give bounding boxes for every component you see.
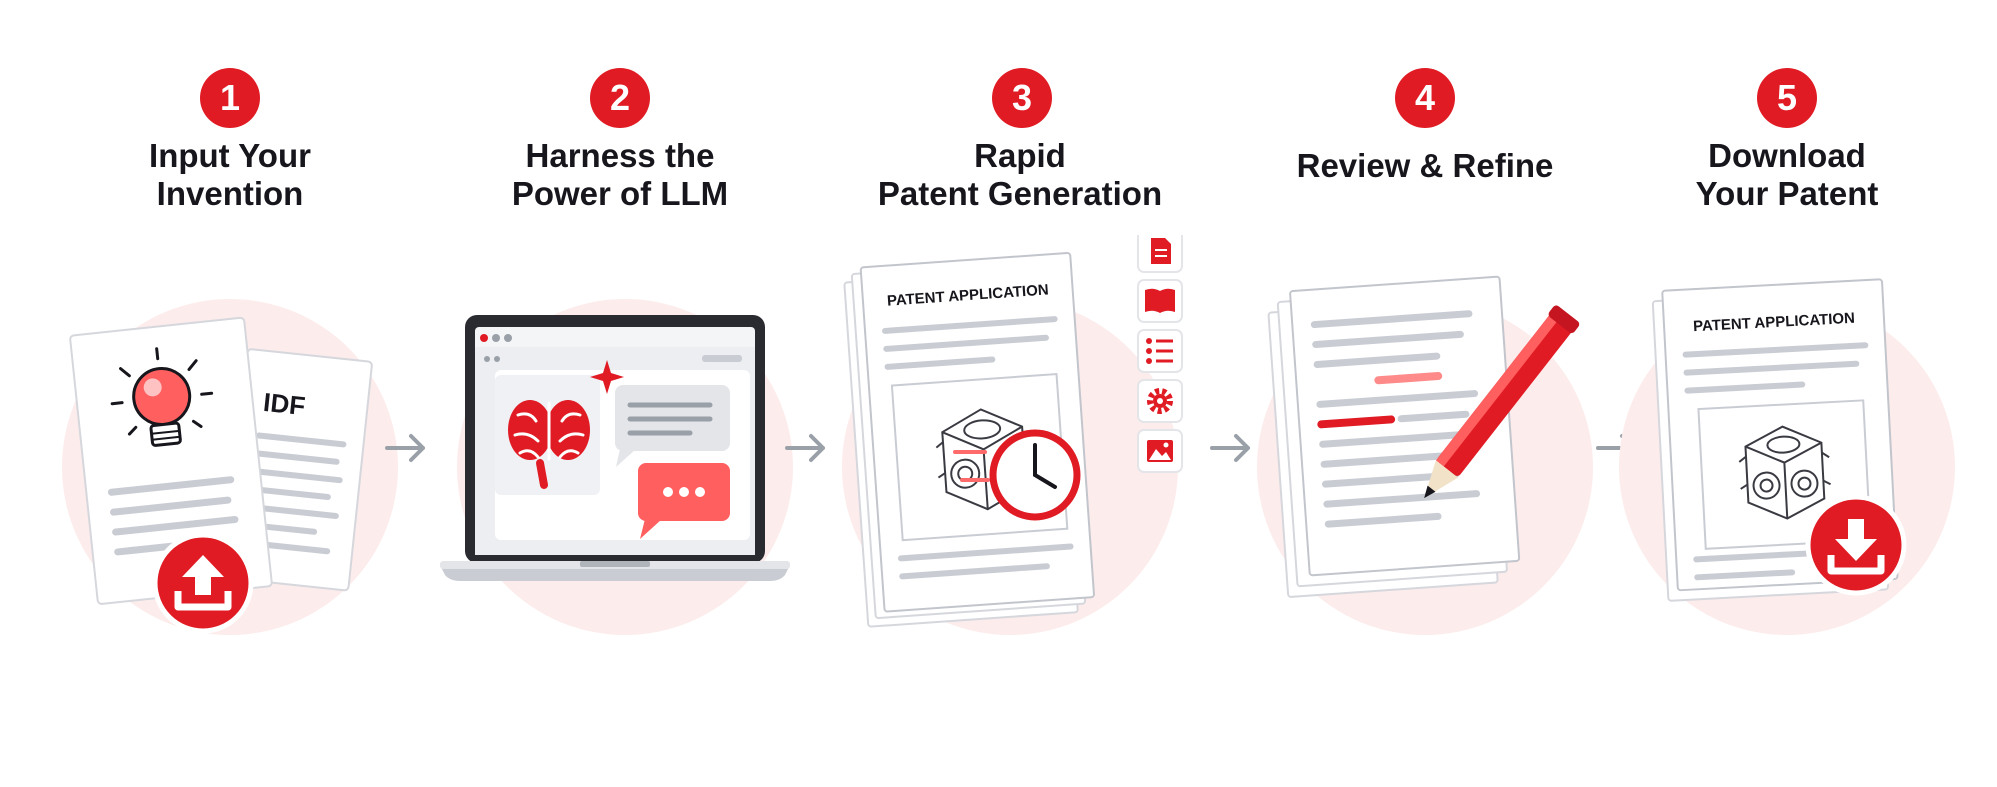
pencil-icon <box>1424 305 1580 499</box>
step-title-4: Review & Refine <box>1245 147 1605 185</box>
step-title-1: Input Your Invention <box>50 137 410 213</box>
step-title-3: Rapid Patent Generation <box>820 137 1220 213</box>
step-3: 3 Rapid Patent Generation PATENT APPLICA… <box>840 0 1200 787</box>
clock-icon <box>953 429 1081 521</box>
step-2: 2 Harness the Power of LLM <box>440 0 800 787</box>
lightbulb-icon <box>110 347 214 447</box>
book-icon <box>1137 279 1183 323</box>
brain-icon <box>495 375 600 495</box>
image-icon <box>1137 429 1183 473</box>
step-title-2: Harness the Power of LLM <box>440 137 800 213</box>
step-number-2: 2 <box>590 68 650 128</box>
chat-icon <box>638 463 730 539</box>
sparkle-icon <box>590 360 624 394</box>
laptop-icon <box>440 315 790 581</box>
upload-icon <box>152 532 254 634</box>
document-icon <box>1137 235 1183 273</box>
step-title-2-line-1: Harness the <box>525 137 715 174</box>
patent-generation-illustration: PATENT APPLICATION <box>842 235 1183 635</box>
arrow-right-icon <box>1210 434 1250 462</box>
step-number-1: 1 <box>200 68 260 128</box>
step-number-3: 3 <box>992 68 1052 128</box>
llm-laptop-illustration <box>440 299 793 635</box>
step-5: 5 Download Your Patent PATENT APPLICATIO… <box>1607 0 1967 787</box>
step-4: 4 Review & Refine <box>1245 0 1605 787</box>
step-number-5: 5 <box>1757 68 1817 128</box>
step-title-3-line-2: Patent Generation <box>877 175 1163 212</box>
input-invention-illustration: IDF <box>62 299 398 635</box>
list-icon <box>1137 329 1183 373</box>
step-title-5: Download Your Patent <box>1607 137 1967 213</box>
arrow-right-icon <box>385 434 425 462</box>
download-icon <box>1805 494 1907 596</box>
review-refine-illustration <box>1257 275 1593 635</box>
step-title-1-line-2: Invention <box>156 175 304 212</box>
gear-icon <box>1137 379 1183 423</box>
step-title-5-line-1: Download <box>1708 137 1866 174</box>
cube-drawing <box>1738 425 1832 520</box>
step-title-2-line-2: Power of LLM <box>511 175 729 212</box>
arrow-right-icon <box>785 434 825 462</box>
download-patent-illustration: PATENT APPLICATION <box>1619 278 1955 635</box>
step-title-1-line-1: Input Your <box>149 137 311 174</box>
step-1: 1 Input Your Invention IDF <box>50 0 410 787</box>
idf-label: IDF <box>262 387 307 421</box>
step-title-3-line-1: Rapid <box>974 137 1066 174</box>
step-title-4-line-1: Review & Refine <box>1296 147 1554 184</box>
step-title-5-line-2: Your Patent <box>1695 175 1879 212</box>
chat-icon <box>615 385 730 467</box>
step-number-4: 4 <box>1395 68 1455 128</box>
